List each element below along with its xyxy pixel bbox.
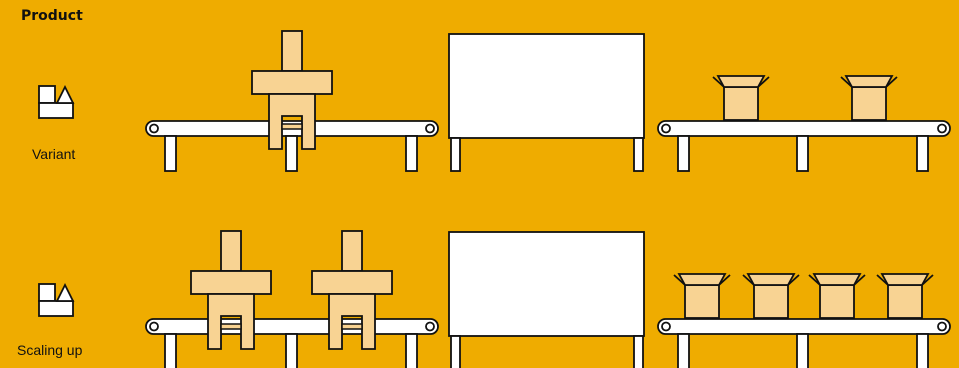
- output-conveyor: [658, 121, 950, 171]
- boxes-row-2: [674, 274, 933, 318]
- processing-unit: [449, 232, 644, 368]
- output-conveyor: [658, 319, 950, 368]
- processing-unit: [449, 34, 644, 171]
- product-shapes-icon: [39, 284, 73, 316]
- input-conveyor: [146, 319, 438, 368]
- product-shapes-icon: [39, 86, 73, 118]
- boxes-row-1: [713, 76, 897, 120]
